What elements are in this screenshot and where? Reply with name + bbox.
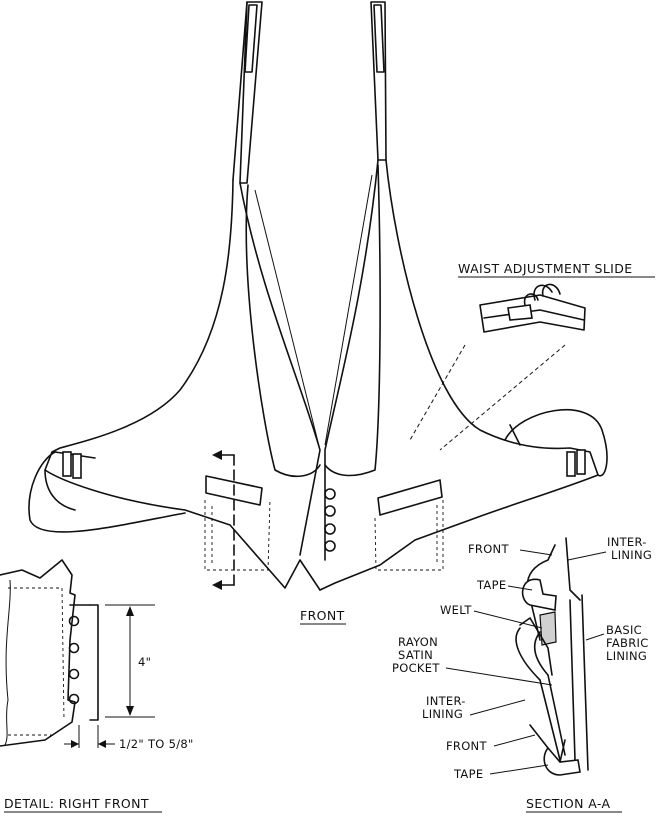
- front-view-caption: FRONT: [300, 608, 345, 623]
- vest-front-view: [28, 1, 608, 591]
- waist-adjustment-slide-detail: WAIST ADJUSTMENT SLIDE: [409, 261, 655, 451]
- right-waist-belt: [504, 408, 608, 477]
- section-label-rayon-3: POCKET: [392, 661, 440, 675]
- right-back-panel: [319, 159, 599, 591]
- left-lapel: [239, 182, 321, 556]
- section-a-a-caption: SECTION A-A: [526, 796, 611, 811]
- section-label-rayon-2: SATIN: [398, 648, 433, 662]
- section-label-basic-1: BASIC: [606, 623, 642, 637]
- section-label-basic-2: FABRIC: [606, 636, 649, 650]
- section-cut-indicator: [212, 450, 235, 590]
- dimension-half-to-five-eighths: 1/2" TO 5/8": [119, 737, 194, 751]
- section-label-welt: WELT: [440, 603, 472, 617]
- section-label-interlining-top-2: LINING: [611, 548, 652, 562]
- section-label-interlining-mid-1: INTER-: [426, 694, 466, 708]
- dimension-4-inch: 4": [138, 655, 151, 669]
- left-front-edge: [245, 184, 321, 478]
- section-label-rayon-1: RAYON: [398, 635, 438, 649]
- waist-adjustment-slide-label: WAIST ADJUSTMENT SLIDE: [458, 261, 633, 276]
- section-label-tape-bottom: TAPE: [453, 767, 483, 781]
- detail-right-front: 4" 1/2" TO 5/8" DETAIL: RIGHT FRONT: [0, 559, 194, 813]
- detail-right-front-caption: DETAIL: RIGHT FRONT: [4, 796, 149, 811]
- left-back-panel: [44, 179, 321, 591]
- section-a-a: FRONT INTER- LINING TAPE WELT BASIC FABR…: [392, 535, 652, 813]
- section-label-front-bottom: FRONT: [446, 739, 487, 753]
- section-label-basic-3: LINING: [606, 649, 647, 663]
- left-waist-belt: [28, 451, 186, 533]
- section-label-front-top: FRONT: [468, 542, 509, 556]
- right-welt-pocket: [374, 479, 444, 571]
- right-strap: [370, 1, 387, 161]
- left-welt-pocket: [204, 475, 271, 571]
- section-label-interlining-top-1: INTER-: [607, 535, 647, 549]
- section-label-tape-top: TAPE: [476, 578, 506, 592]
- right-lapel: [324, 159, 379, 561]
- vest-buttons: [324, 488, 336, 552]
- right-front-edge: [324, 164, 381, 477]
- left-strap: [232, 1, 263, 184]
- section-label-interlining-mid-2: LINING: [422, 707, 463, 721]
